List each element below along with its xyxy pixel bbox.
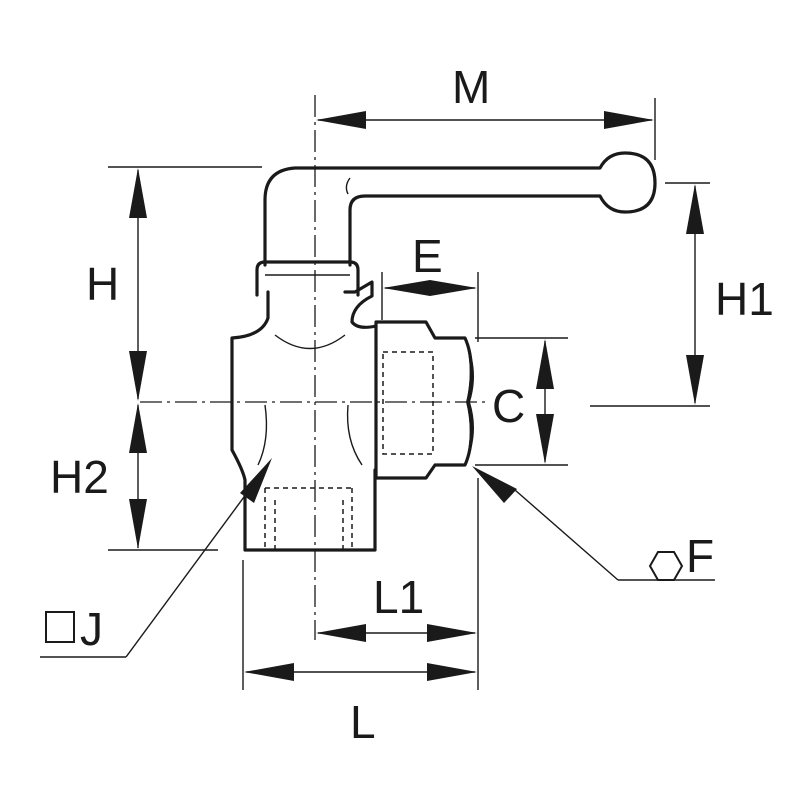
dimension-h2: H2 — [50, 403, 218, 551]
bottom-port-hidden — [264, 487, 353, 550]
hexagon-icon — [648, 551, 684, 581]
dimension-e: E — [381, 230, 479, 342]
body-inner-curve — [274, 334, 346, 350]
valve-outline — [230, 151, 657, 552]
label-f: F — [686, 530, 714, 582]
label-h1: H1 — [715, 273, 774, 325]
label-c: C — [492, 380, 525, 432]
center-lines — [140, 95, 490, 640]
body-inner-left — [257, 404, 268, 466]
label-m: M — [452, 61, 490, 113]
body-neck — [230, 290, 377, 552]
dimension-h: H — [86, 166, 262, 401]
handle-notch — [345, 177, 351, 195]
handle-nut — [255, 260, 360, 297]
dimension-c: C — [475, 337, 568, 466]
hex-nut — [374, 320, 473, 480]
dimension-h1: H1 — [590, 182, 774, 407]
label-l1: L1 — [373, 571, 424, 623]
label-h: H — [86, 258, 119, 310]
body-neck-right — [343, 280, 378, 329]
label-e: E — [412, 230, 443, 282]
label-l: L — [350, 696, 376, 748]
label-j: J — [80, 603, 103, 655]
dimension-m: M — [316, 61, 656, 160]
square-icon — [45, 611, 75, 643]
lever-handle — [263, 151, 657, 267]
label-h2: H2 — [50, 451, 109, 503]
hex-nut-hidden — [382, 351, 434, 455]
leader-f: F — [472, 466, 715, 582]
dimension-l: L — [242, 560, 477, 748]
leader-j: J — [40, 458, 272, 658]
body-inner-right — [346, 404, 363, 466]
dimension-l1: L1 — [316, 478, 479, 690]
